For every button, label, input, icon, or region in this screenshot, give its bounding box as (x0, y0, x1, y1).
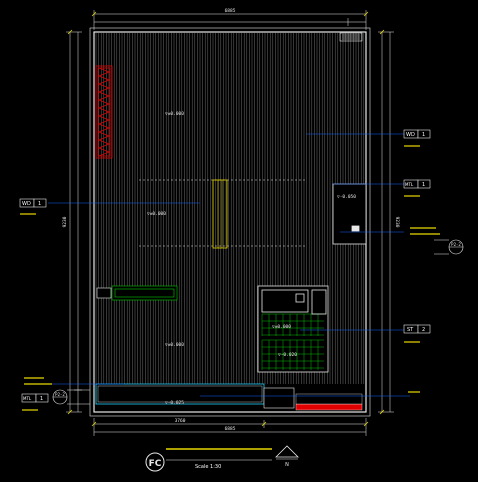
dimension-lines (66, 10, 394, 436)
tag-num: 1 (422, 132, 425, 138)
dim-ticks (67, 11, 385, 427)
annotation-scribbles (24, 227, 440, 393)
dim-bottom-total: 6885 (225, 426, 236, 432)
tag-st-right: ST 2 (403, 324, 431, 343)
dim-top-total: 6885 (225, 8, 236, 14)
elev-lower-left: ▽±0.000 (165, 342, 184, 348)
tag-num: 1 (40, 396, 43, 402)
north-label: N (285, 462, 289, 468)
logo-text: FC (149, 459, 162, 469)
tag-num: 2 (422, 327, 425, 333)
entrance-strip (95, 383, 363, 411)
tag-num: 1 (38, 201, 41, 207)
tag-code: WD (406, 132, 415, 138)
section-marker-left: P2-2 (52, 389, 90, 405)
dim-right-total: 9230 (394, 217, 400, 228)
right-cabinet (332, 183, 367, 245)
elev-bath-2: ▽-0.020 (278, 352, 297, 358)
radiator-cabinet (95, 65, 113, 159)
tag-code: MTL (405, 182, 414, 187)
title-text: Scale 1:30 (195, 464, 221, 470)
section-marker-right: P2-2 (434, 239, 464, 255)
tag-num: 1 (422, 182, 425, 188)
vent-detail (339, 32, 363, 42)
leader-lines (48, 133, 410, 397)
dim-bottom-left: 3760 (175, 418, 186, 424)
logo-icon: FC (145, 452, 165, 472)
tag-wd-right: WD 1 (403, 129, 431, 147)
tag-code: MTL (23, 396, 32, 401)
elev-upper-left: ▽±0.000 (165, 111, 184, 117)
central-partition (139, 179, 305, 249)
tag-mtl-left: MTL 1 (21, 393, 49, 411)
elev-entrance: ▽-0.025 (165, 400, 184, 406)
title-block: FC Scale 1:30 N (145, 445, 299, 472)
tag-code: ST (407, 327, 414, 333)
tag-code: WD (22, 201, 31, 207)
wood-floor-hatch (95, 33, 365, 384)
bathroom-block (257, 285, 329, 373)
elev-right-small: ▽-0.050 (337, 194, 356, 200)
elev-bath-1: ▽±0.000 (272, 324, 291, 330)
section-mark-label: P2-2 (451, 242, 461, 247)
dim-left-total: 9230 (62, 216, 68, 227)
north-arrow-icon: N (275, 445, 299, 468)
section-mark-label: P2-2 (55, 392, 65, 397)
heater-unit (96, 285, 178, 301)
tag-wd-left: WD 1 (19, 198, 47, 215)
tag-mtl-right: MTL 1 (403, 179, 431, 197)
elev-center: ▽±0.000 (147, 211, 166, 217)
